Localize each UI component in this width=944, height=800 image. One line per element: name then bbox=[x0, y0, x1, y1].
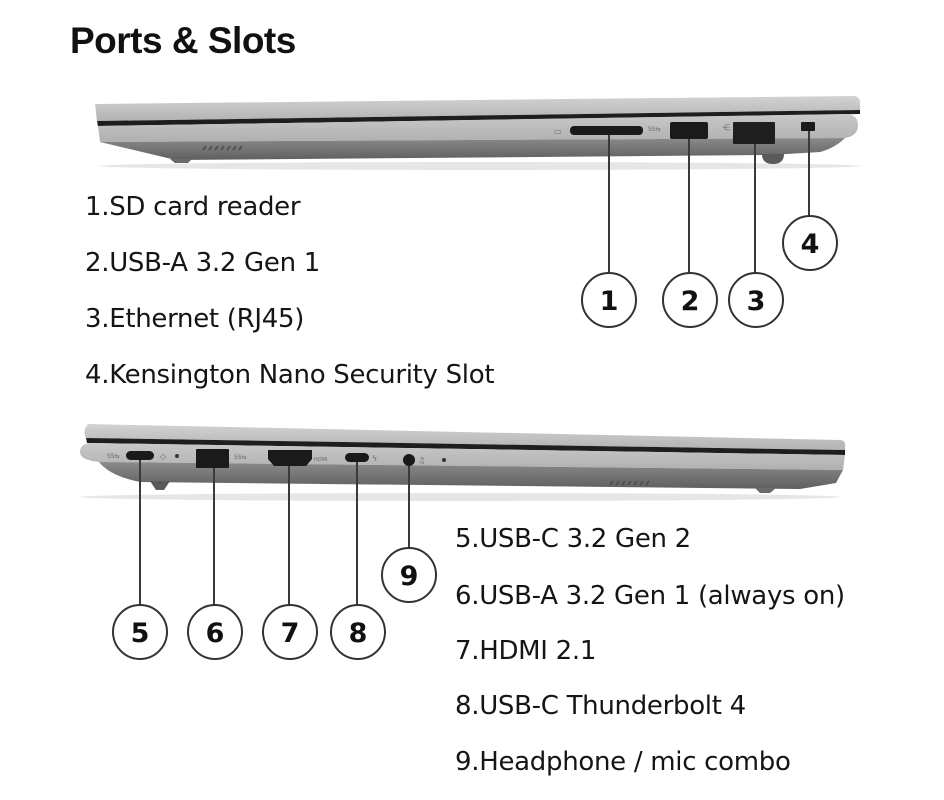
callout-5: 5 bbox=[112, 604, 168, 660]
callout-lines bbox=[608, 131, 810, 273]
svg-text:9: 9 bbox=[400, 561, 419, 592]
lid bbox=[95, 96, 860, 121]
usb-icon: SS⇆ bbox=[648, 126, 661, 133]
foot bbox=[150, 481, 170, 490]
callout-7: 7 bbox=[262, 604, 318, 660]
vent-grille bbox=[202, 145, 243, 151]
svg-text:3: 3 bbox=[747, 286, 766, 317]
base-lower bbox=[100, 138, 845, 160]
foot bbox=[762, 154, 784, 164]
svg-text:2: 2 bbox=[681, 286, 700, 317]
usb-a-port bbox=[670, 122, 708, 139]
callout-lines bbox=[139, 460, 410, 605]
port-label-4: 4.Kensington Nano Security Slot bbox=[85, 360, 495, 390]
port-label-5: 5.USB-C 3.2 Gen 2 bbox=[455, 524, 691, 554]
port-label-2: 2.USB-A 3.2 Gen 1 bbox=[85, 248, 320, 278]
lid bbox=[84, 424, 846, 450]
headphone-icon: ♫ bbox=[418, 456, 425, 465]
svg-text:6: 6 bbox=[206, 618, 225, 649]
page-title: Ports & Slots bbox=[70, 20, 296, 61]
callout-3: 3 bbox=[728, 272, 784, 328]
base-upper bbox=[80, 443, 845, 470]
sd-icon: ▭ bbox=[554, 127, 562, 136]
svg-text:7: 7 bbox=[281, 618, 300, 649]
svg-text:4: 4 bbox=[801, 229, 820, 260]
port-label-6: 6.USB-A 3.2 Gen 1 (always on) bbox=[455, 581, 845, 611]
usb-a-icon: SS⇆ bbox=[234, 454, 247, 461]
callout-1: 1 bbox=[581, 272, 637, 328]
port-label-9: 9.Headphone / mic combo bbox=[455, 747, 791, 777]
shadow bbox=[100, 162, 860, 170]
foot bbox=[170, 159, 192, 163]
callout-4: 4 bbox=[782, 215, 838, 271]
callout-8: 8 bbox=[330, 604, 386, 660]
port-label-7: 7.HDMI 2.1 bbox=[455, 636, 597, 666]
port-label-8: 8.USB-C Thunderbolt 4 bbox=[455, 691, 746, 721]
port-label-3: 3.Ethernet (RJ45) bbox=[85, 304, 305, 334]
laptop-left-side: SS⇆ ◇ SS⇆ HDMI ϟ ♫ 5 6 7 8 bbox=[80, 424, 846, 660]
foot bbox=[755, 488, 776, 493]
vent-grille bbox=[609, 480, 650, 486]
laptop-right-side: ▭ SS⇆ ⋲ 1 2 3 4 bbox=[95, 96, 860, 328]
ethernet-port bbox=[733, 122, 775, 144]
led-indicator bbox=[175, 454, 179, 458]
sd-card-slot bbox=[570, 126, 643, 135]
usb-c-port bbox=[126, 451, 154, 460]
port-label-1: 1.SD card reader bbox=[85, 192, 301, 222]
svg-text:8: 8 bbox=[349, 618, 368, 649]
base-lower bbox=[99, 462, 843, 489]
thunderbolt-port bbox=[345, 453, 369, 462]
hdmi-port bbox=[268, 450, 312, 466]
svg-text:5: 5 bbox=[131, 618, 150, 649]
usb-a-always-on-port bbox=[196, 449, 229, 468]
audio-jack bbox=[403, 454, 415, 466]
kensington-slot bbox=[801, 122, 815, 131]
thunderbolt-icon: ϟ bbox=[372, 454, 377, 463]
hinge-gap bbox=[97, 110, 860, 126]
callout-6: 6 bbox=[187, 604, 243, 660]
callout-2: 2 bbox=[662, 272, 718, 328]
hdmi-icon: HDMI bbox=[314, 457, 327, 463]
usb-c-icon: SS⇆ bbox=[107, 453, 120, 460]
network-icon: ⋲ bbox=[722, 123, 730, 132]
mic-indicator bbox=[442, 458, 446, 462]
svg-text:1: 1 bbox=[600, 286, 619, 317]
callout-9: 9 bbox=[381, 547, 437, 603]
power-icon: ◇ bbox=[160, 452, 167, 461]
hinge-gap bbox=[86, 438, 845, 455]
base-upper bbox=[98, 114, 858, 142]
shadow bbox=[80, 493, 840, 501]
